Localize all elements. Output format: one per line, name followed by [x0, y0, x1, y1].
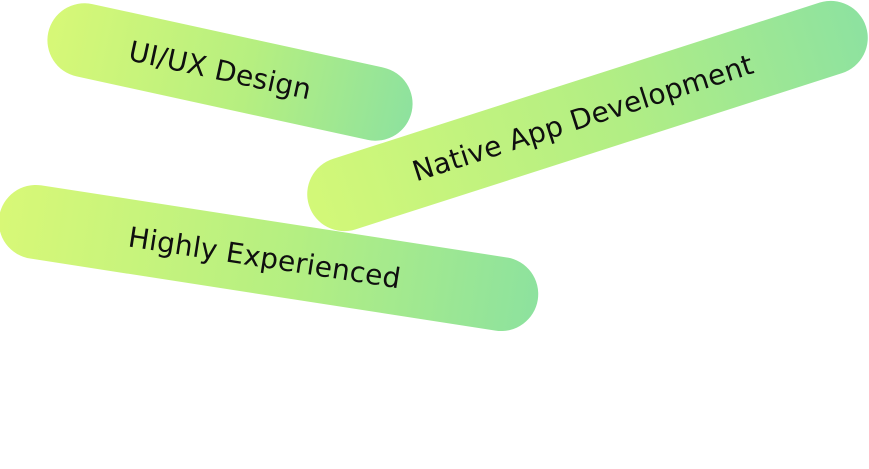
pill-label-highly-experienced: Highly Experienced [126, 220, 404, 295]
pill-label-uiux-design: UI/UX Design [125, 33, 315, 106]
pill-highly-experienced: Highly Experienced [0, 179, 544, 337]
pill-label-native-app-development: Native App Development [408, 47, 758, 188]
pill-uiux-design: UI/UX Design [40, 0, 420, 148]
